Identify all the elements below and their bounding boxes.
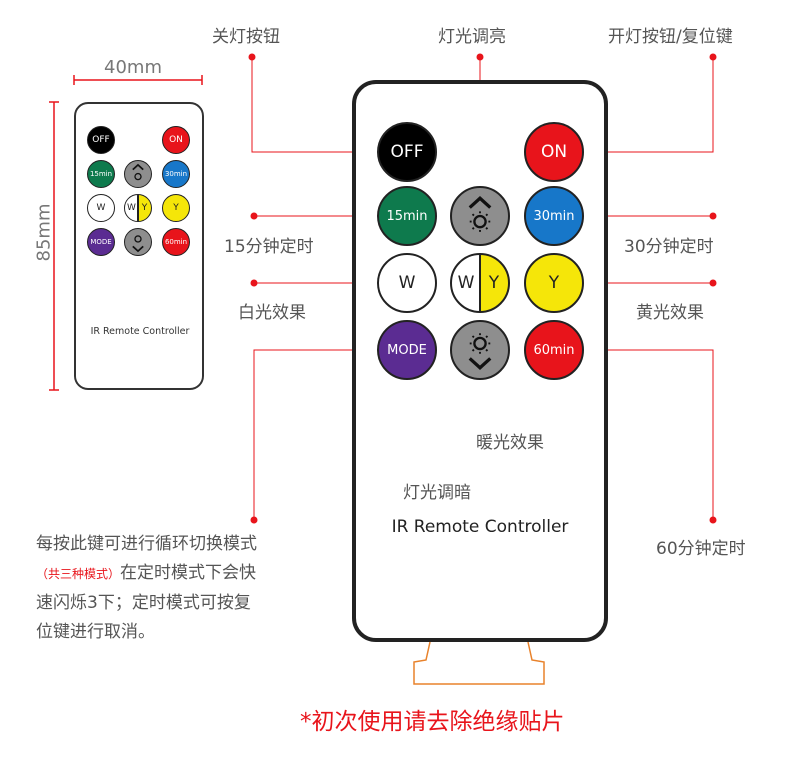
mode-note-line3: 速闪烁3下；定时模式可按复 bbox=[36, 593, 251, 613]
small-warm-button[interactable]: W Y bbox=[124, 194, 152, 222]
timer-15min-button[interactable]: 15min bbox=[377, 186, 437, 246]
small-30min-button[interactable]: 30min bbox=[162, 160, 190, 188]
small-off-button[interactable]: OFF bbox=[87, 126, 115, 154]
white-light-button[interactable]: W bbox=[377, 253, 437, 313]
label-60min: 60分钟定时 bbox=[656, 539, 746, 559]
brightness-down-icon bbox=[468, 333, 492, 370]
height-dimension-label: 85mm bbox=[33, 203, 55, 262]
small-on-button[interactable]: ON bbox=[162, 126, 190, 154]
label-off: 关灯按钮 bbox=[212, 27, 280, 47]
mode-note-line2: 在定时模式下会快 bbox=[120, 563, 257, 583]
mode-note-line1: 每按此键可进行循环切换模式 bbox=[36, 534, 257, 554]
on-button[interactable]: ON bbox=[524, 122, 584, 182]
width-dimension-label: 40mm bbox=[104, 57, 162, 78]
timer-30min-button[interactable]: 30min bbox=[524, 186, 584, 246]
label-15min: 15分钟定时 bbox=[224, 237, 314, 257]
small-60min-button[interactable]: 60min bbox=[162, 228, 190, 256]
warm-light-y: Y bbox=[488, 273, 500, 293]
brightness-down-button[interactable] bbox=[450, 320, 510, 380]
small-mode-button[interactable]: MODE bbox=[87, 228, 115, 256]
small-brightness-up-button[interactable] bbox=[124, 160, 152, 188]
small-warm-y: Y bbox=[141, 203, 148, 213]
small-yellow-button[interactable]: Y bbox=[162, 194, 190, 222]
small-brightness-down-button[interactable] bbox=[124, 228, 152, 256]
mode-button[interactable]: MODE bbox=[377, 320, 437, 380]
timer-60min-button[interactable]: 60min bbox=[524, 320, 584, 380]
label-brightness-up: 灯光调亮 bbox=[438, 27, 506, 47]
warm-light-divider bbox=[479, 255, 481, 311]
brightness-up-icon bbox=[468, 196, 492, 232]
label-on: 开灯按钮/复位键 bbox=[608, 27, 733, 47]
insulation-warning: *初次使用请去除绝缘贴片 bbox=[300, 709, 565, 735]
small-warm-divider bbox=[137, 195, 139, 221]
brightness-down-icon bbox=[132, 235, 144, 253]
yellow-light-button[interactable]: Y bbox=[524, 253, 584, 313]
label-30min: 30分钟定时 bbox=[624, 237, 714, 257]
label-yellow: 黄光效果 bbox=[636, 303, 704, 323]
brightness-up-icon bbox=[132, 163, 144, 181]
small-15min-button[interactable]: 15min bbox=[87, 160, 115, 188]
off-button[interactable]: OFF bbox=[377, 122, 437, 182]
label-warm: 暖光效果 bbox=[476, 433, 544, 453]
label-brightness-down: 灯光调暗 bbox=[403, 483, 471, 503]
small-brand-label: IR Remote Controller bbox=[90, 326, 190, 337]
mode-note-highlight: （共三种模式） bbox=[36, 567, 121, 581]
small-warm-w: W bbox=[127, 203, 136, 213]
mode-note-line4: 位键进行取消。 bbox=[36, 622, 155, 642]
small-white-button[interactable]: W bbox=[87, 194, 115, 222]
warm-light-w: W bbox=[457, 273, 475, 293]
mode-description: 每按此键可进行循环切换模式 （共三种模式）在定时模式下会快 速闪烁3下；定时模式… bbox=[36, 530, 328, 647]
brightness-up-button[interactable] bbox=[450, 186, 510, 246]
label-white: 白光效果 bbox=[238, 303, 306, 323]
big-brand-label: IR Remote Controller bbox=[391, 517, 569, 537]
warm-light-button[interactable]: W Y bbox=[450, 253, 510, 313]
